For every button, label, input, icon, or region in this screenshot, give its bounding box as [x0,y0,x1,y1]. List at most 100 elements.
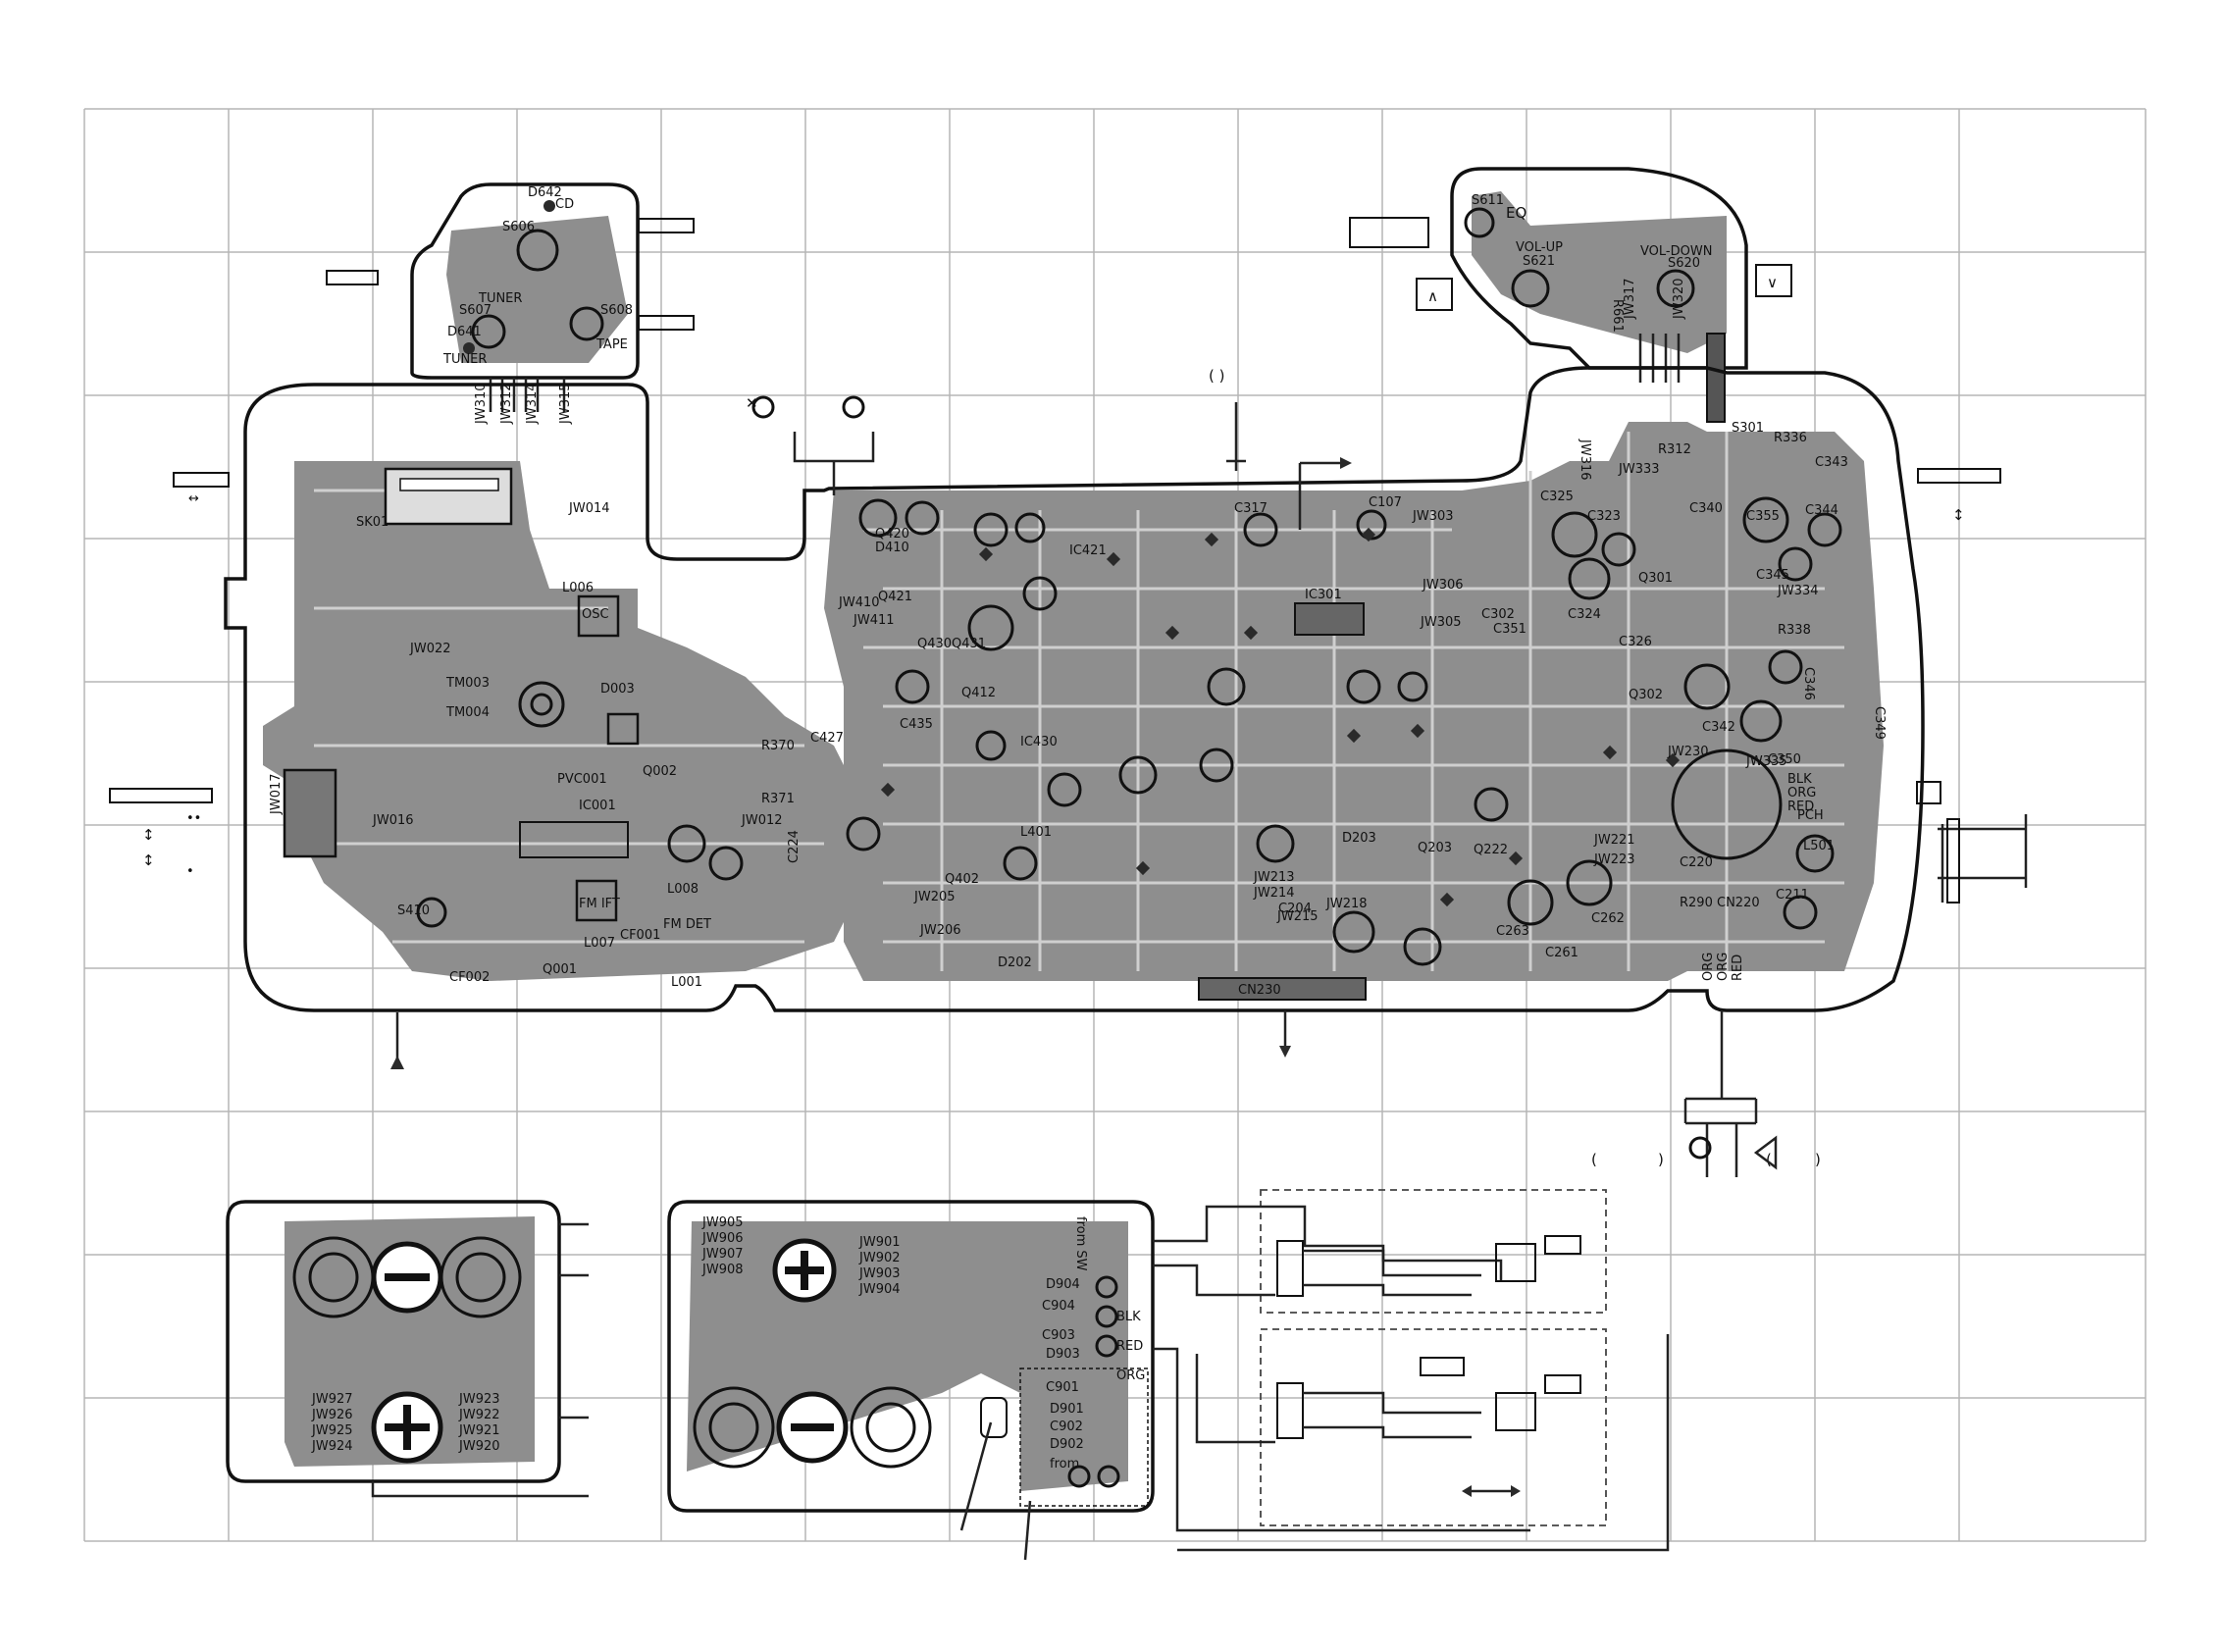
label-c211: C211 [1776,888,1809,903]
label-s410: JW017 [269,773,284,815]
tuner-button[interactable] [471,314,506,349]
legend-paren-open-1: ( [1591,1151,1597,1168]
vol-up-button[interactable] [1511,269,1550,308]
label-blk: BLK [1116,1310,1141,1324]
jumper-jw921: JW921 [458,1423,500,1438]
label-cd: CD [555,197,574,212]
label-jw305: JW305 [1420,615,1462,630]
label-tm004: TM004 [445,705,490,720]
label-osc: OSC [582,607,609,622]
jumper-jw923: JW923 [458,1392,500,1407]
label-l008: L008 [667,882,699,897]
label-c355: C355 [1746,509,1780,524]
label-q222: Q222 [1474,843,1508,857]
label-c346: C346 [1801,667,1816,700]
jumper-jw905: JW905 [701,1215,744,1230]
label-c261: C261 [1545,946,1578,960]
label-c901: C901 [1046,1380,1079,1395]
battery-board-right: JW905 JW906 JW907 JW908 JW901 JW902 JW90… [667,1200,1155,1561]
legend-vertical-arrow-right: ↕ [1952,506,1965,524]
label-tm003: TM003 [445,676,490,691]
label-q430: Q430 [917,637,952,651]
label-r336: R336 [1774,431,1807,445]
label-jw303: JW303 [1412,509,1454,524]
wire-red-1: RED [1787,800,1814,814]
label-c325: C325 [1540,490,1574,504]
label-s620: S620 [1668,256,1700,271]
label-c204: C204 [1278,902,1312,916]
label-pch: PCH [1797,808,1824,823]
jumper-jw314: JW314 [525,383,540,425]
label-c903: C903 [1042,1328,1075,1343]
jumper-jw908: JW908 [701,1263,744,1277]
label-d642: D642 [528,185,562,200]
jumper-jw925: JW925 [311,1423,353,1438]
label-jw230: JW230 [1667,745,1709,759]
label-s606: S606 [502,220,535,234]
legend-paren-close-2: ) [1815,1151,1821,1168]
label-d901: D901 [1050,1402,1084,1417]
label-c324: C324 [1568,607,1601,622]
label-c317: C317 [1234,501,1268,516]
label-r371: R371 [761,792,795,806]
label-s611: S611 [1472,193,1504,208]
label-jw333: JW333 [1618,462,1660,477]
wire-org-2: ORG [1701,953,1716,981]
legend-dot-single: • [186,864,194,879]
wire-red-2: RED [1731,955,1745,981]
label-r290: R290 [1680,896,1713,910]
eq-volume-board: S611 EQ VOL-UP S621 VOL-DOWN S620 R661 ∧… [1349,167,1792,423]
label-c326: C326 [1619,635,1652,649]
label-jw022: JW014 [568,501,610,516]
power-supply-area [1153,1189,1670,1552]
legend-paren-close-1: ) [1658,1151,1664,1168]
eq-button[interactable] [1464,207,1495,238]
tape-button[interactable] [569,306,604,341]
label-q431: Q431 [952,637,986,651]
label-jw206: JW206 [919,923,961,938]
label-jw015: JW022 [409,642,451,656]
label-vol-down: VOL-DOWN [1640,244,1712,259]
label-q402: Q402 [945,872,979,887]
label-q203: Q203 [1418,841,1452,855]
main-capacitor-ring [1671,749,1783,860]
label-c435: C435 [900,717,933,732]
label-q412: Q412 [961,686,996,700]
legend-vertical-arrow-1: ↕ [142,826,155,844]
label-s301: S301 [1732,421,1764,436]
vol-down-button[interactable] [1656,269,1695,308]
label-sk01: SK01 [356,515,388,530]
label-cn220: CN220 [1717,896,1760,910]
jumper-jw906: JW906 [701,1231,744,1246]
label-l401: L401 [1020,825,1052,840]
label-jw411: JW411 [853,613,895,628]
legend-paren-open-2: ( [1766,1151,1772,1168]
label-l001: S410 [397,903,430,918]
label-c344: C344 [1805,503,1838,518]
source-select-knob-cd[interactable] [516,229,559,272]
label-q420: Q420 [875,527,909,542]
legend-boxes: ↔ •• ↕ ↕ • ↕ ( ) ✕ ( ) ( ) [109,367,2028,1177]
label-c342: C342 [1702,720,1735,735]
main-board: SK01 L006 OSC TM003 TM004 D003 PVC001 IC… [224,366,1925,1012]
headphone-icon [1916,781,1941,804]
label-s607: S607 [459,303,492,318]
battery-board-left: JW927 JW926 JW925 JW924 JW923 JW922 JW92… [226,1200,589,1498]
label-c350: C350 [1768,752,1801,767]
label-q421: Q421 [878,590,912,604]
legend-vertical-arrow-2: ↕ [142,852,155,869]
label-l501: L501 [1803,839,1835,853]
jumper-jw320: JW320 [1672,278,1686,320]
label-d903: D903 [1046,1347,1080,1362]
label-c107: C107 [1369,495,1402,510]
wire-org-1: ORG [1787,786,1816,800]
label-tape: TAPE [595,337,628,352]
jumper-jw920: JW920 [458,1439,500,1454]
label-cf001: CF001 [620,928,660,943]
jumper-jw924: JW924 [311,1439,353,1454]
switch-board: D642 CD S606 TUNER S607 S608 TAPE D641 T… [326,182,695,425]
label-vol-up: VOL-UP [1516,240,1563,255]
label-fm-ift: FM IFT [579,897,620,911]
label-jw017: JW016 [372,813,414,828]
label-ic430: IC430 [1020,735,1058,749]
